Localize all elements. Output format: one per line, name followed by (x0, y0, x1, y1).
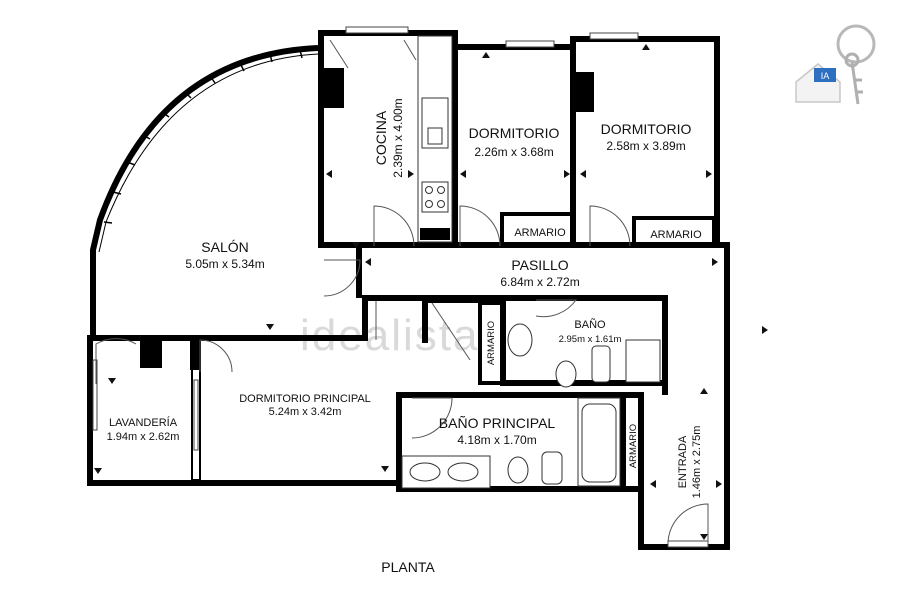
room-name-dormitorio-1: DORMITORIO (469, 125, 560, 141)
room-dims-bano-principal: 4.18m x 1.70m (457, 433, 536, 447)
room-name-armario-3: ARMARIO (486, 321, 497, 365)
plan-label: PLANTA (381, 559, 435, 575)
windows (92, 26, 709, 548)
dimension-markers (94, 44, 768, 540)
room-dims-dormitorio-2: 2.58m x 3.89m (606, 139, 685, 153)
room-name-dormitorio-principal: DORMITORIO PRINCIPAL (239, 393, 371, 405)
room-dims-bano: 2.95m x 1.61m (559, 334, 622, 345)
room-name-lavanderia: LAVANDERÍA (109, 416, 178, 429)
room-name-salon: SALÓN (201, 239, 248, 255)
room-dims-dormitorio-1: 2.26m x 3.68m (474, 145, 553, 159)
exterior-walls (87, 30, 730, 550)
room-dims-dormitorio-principal: 5.24m x 3.42m (269, 406, 342, 418)
logo-text: IA (821, 71, 830, 81)
room-dims-salon: 5.05m x 5.34m (185, 257, 264, 271)
room-name-armario-2: ARMARIO (650, 229, 702, 241)
room-name-pasillo: PASILLO (511, 257, 568, 273)
room-dims-cocina: 2.39m x 4.00m (391, 98, 405, 177)
room-name-cocina: COCINA (373, 110, 389, 165)
kitchen-fixtures (320, 35, 594, 243)
room-name-armario-1: ARMARIO (514, 227, 566, 239)
room-name-armario-4: ARMARIO (628, 424, 639, 468)
room-name-bano-principal: BAÑO PRINCIPAL (439, 415, 556, 431)
house-key-logo-icon: IA (795, 24, 876, 105)
room-dims-pasillo: 6.84m x 2.72m (500, 275, 579, 289)
room-name-entrada: ENTRADA (677, 435, 689, 488)
room-dims-lavanderia: 1.94m x 2.62m (107, 431, 180, 443)
doors (95, 39, 709, 545)
room-name-dormitorio-2: DORMITORIO (601, 121, 692, 137)
bathroom-fixtures (409, 323, 661, 485)
room-dims-entrada: 1.46m x 2.75m (691, 426, 703, 499)
room-name-bano: BAÑO (574, 318, 606, 331)
